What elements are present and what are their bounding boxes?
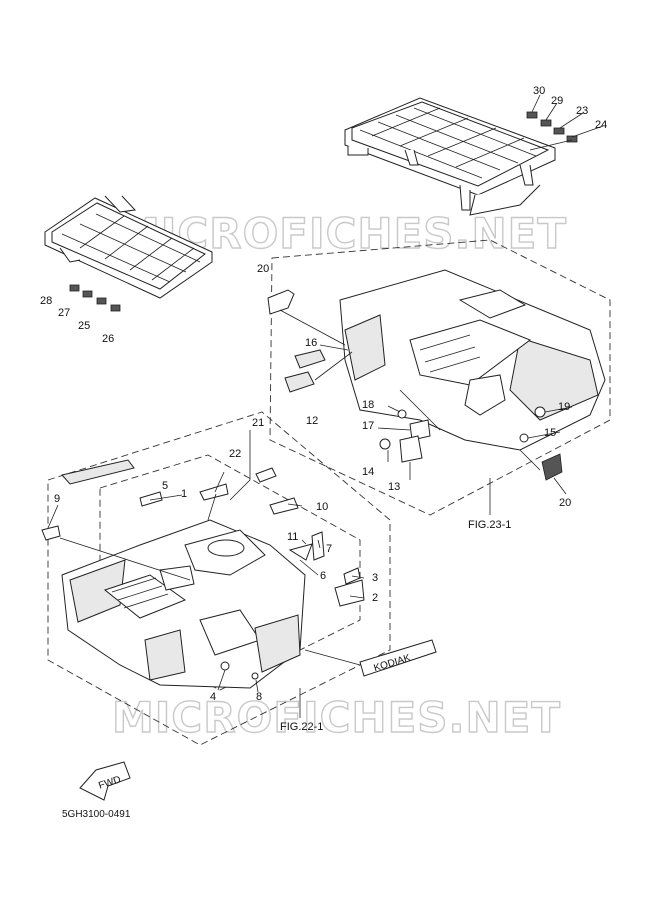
callout-25: 25 <box>78 320 90 332</box>
front-fender-hardware <box>41 430 365 693</box>
callout-22: 22 <box>229 448 241 460</box>
fig-ref-22-1: FIG.22-1 <box>280 721 323 733</box>
carrier-decal-set-top <box>526 94 604 151</box>
rear-fender <box>339 269 606 471</box>
front-fender <box>61 519 306 689</box>
callout-5: 5 <box>162 480 168 492</box>
callout-28: 28 <box>40 295 52 307</box>
callout-12: 12 <box>306 415 318 427</box>
callout-6: 6 <box>320 570 326 582</box>
fig-ref-23-1: FIG.23-1 <box>468 519 511 531</box>
callout-3: 3 <box>372 572 378 584</box>
rear-fender-hardware <box>267 289 573 495</box>
callout-2: 2 <box>372 592 378 604</box>
callout-11: 11 <box>287 531 298 543</box>
front-fender-outline <box>47 411 391 746</box>
callout-15: 15 <box>544 427 556 439</box>
callout-8: 8 <box>256 691 262 703</box>
callout-27: 27 <box>58 307 70 319</box>
callout-21: 21 <box>252 417 264 429</box>
rear-fender-outline <box>269 239 611 516</box>
callout-17: 17 <box>362 420 374 432</box>
callout-9: 9 <box>54 493 60 505</box>
watermark-bottom: MICROFICHES.NET <box>112 693 561 742</box>
drawing-code: 5GH3100-0491 <box>62 809 131 820</box>
callout-10: 10 <box>316 501 328 513</box>
callout-7: 7 <box>326 543 332 555</box>
callout-19: 19 <box>558 401 570 413</box>
callout-13: 13 <box>388 481 400 493</box>
callout-29: 29 <box>551 95 563 107</box>
callout-24: 24 <box>595 119 607 131</box>
callout-20-top: 20 <box>257 263 269 275</box>
front-carrier-rack <box>44 195 213 299</box>
callout-30: 30 <box>533 85 545 97</box>
callout-14: 14 <box>362 466 374 478</box>
callout-18: 18 <box>362 399 374 411</box>
callout-20-bottom: 20 <box>559 497 571 509</box>
carrier-decal-set-left <box>69 284 121 312</box>
kodiak-decal: KODIAK <box>304 639 437 677</box>
callout-16: 16 <box>305 337 317 349</box>
rear-carrier-rack <box>344 97 556 216</box>
callout-23: 23 <box>576 105 588 117</box>
callout-1: 1 <box>181 488 187 500</box>
fwd-decal: FWD <box>79 761 131 801</box>
callout-4: 4 <box>210 691 216 703</box>
callout-26: 26 <box>102 333 114 345</box>
